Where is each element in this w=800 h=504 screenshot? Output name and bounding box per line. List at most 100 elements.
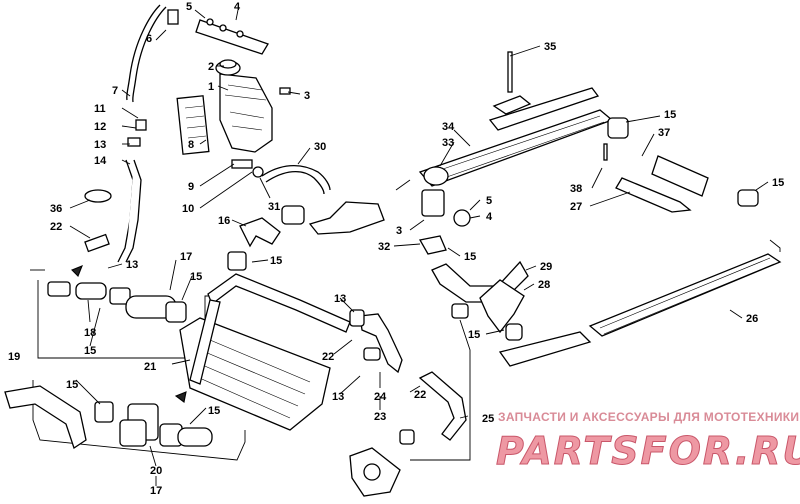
callout-9: 9 [188, 181, 194, 193]
fill-cap [423, 166, 449, 186]
hose-coupler [75, 282, 107, 300]
callout-21: 21 [144, 361, 156, 373]
callout-15-c: 15 [66, 379, 78, 391]
outlet-hose [418, 371, 467, 441]
callout-22-a: 22 [50, 221, 62, 233]
leader-lines [69, 9, 769, 486]
callout-4: 4 [234, 1, 241, 13]
callout-31: 31 [268, 201, 280, 213]
callout-23: 23 [374, 411, 386, 423]
hose-ring [84, 189, 112, 203]
callout-13-b: 13 [126, 259, 138, 271]
clamp-fitting [453, 209, 471, 227]
thermostat-group [227, 165, 385, 271]
thermostat-housing [308, 201, 385, 235]
watermark: ЗАПЧАСТИ И АКСЕССУАРЫ ДЛЯ МОТОТЕХНИКИ PA… [496, 410, 800, 474]
hose-clamp-small [135, 119, 147, 131]
bent-coolant-hose [4, 385, 87, 450]
tee-fitting [421, 189, 445, 217]
callout-5-b: 5 [486, 195, 492, 207]
hose-clamp [84, 233, 110, 253]
callout-3-b: 3 [396, 225, 402, 237]
callout-15-g: 15 [468, 329, 480, 341]
callout-18: 18 [84, 327, 96, 339]
clamp-center-1 [349, 309, 365, 327]
callout-15-a: 15 [190, 271, 202, 283]
callout-15-e: 15 [270, 255, 282, 267]
lower-left-hose-group [4, 385, 213, 450]
callout-15-h: 15 [664, 109, 676, 121]
clamp-s-hose [451, 303, 469, 319]
callout-10: 10 [182, 203, 194, 215]
clamp-elbow [227, 251, 247, 271]
callout-numbers: 1 2 3 4 5 6 7 8 9 10 11 12 13 14 36 22 1… [8, 1, 784, 497]
clamp-rail-2 [737, 189, 759, 207]
y-hose [359, 313, 403, 374]
callout-11: 11 [94, 103, 106, 115]
callout-17-b: 17 [150, 485, 162, 497]
callout-37: 37 [658, 127, 670, 139]
coolant-reservoir-tank [219, 73, 273, 153]
callout-29: 29 [540, 261, 552, 273]
left-hose-group [47, 119, 187, 323]
clamp-thermostat [281, 205, 305, 225]
upper-rail [488, 87, 600, 131]
rivet-pin [507, 51, 513, 93]
callout-1: 1 [208, 81, 214, 93]
clamp-center-2 [363, 347, 381, 361]
reservoir-mount-clip [231, 159, 253, 169]
callout-22-b: 22 [322, 351, 334, 363]
callout-27: 27 [570, 201, 582, 213]
callout-5: 5 [186, 1, 192, 13]
clamp-lower [505, 323, 523, 341]
hose-stub [177, 427, 213, 447]
callout-13-d: 13 [332, 391, 344, 403]
callout-13-c: 13 [334, 293, 346, 305]
rail-shield [615, 177, 692, 213]
watermark-logo: PARTSFOR.RU [496, 429, 800, 473]
clamp-left-1 [47, 281, 71, 297]
clamp-left-2 [109, 287, 131, 305]
watermark-caption: ЗАПЧАСТИ И АКСЕССУАРЫ ДЛЯ МОТОТЕХНИКИ [498, 410, 799, 424]
lower-heat-exchanger [588, 253, 782, 337]
callout-16: 16 [218, 215, 230, 227]
callout-6: 6 [146, 33, 152, 45]
callout-13-a: 13 [94, 139, 106, 151]
center-heat-exchanger [174, 273, 467, 497]
callout-15-i: 15 [772, 177, 784, 189]
hose-adapter [418, 235, 447, 255]
right-rail-assembly [418, 51, 782, 367]
callout-19: 19 [8, 351, 20, 363]
direction-arrow-2 [174, 391, 187, 403]
callout-20: 20 [150, 465, 162, 477]
clamp-rail-1 [607, 117, 629, 139]
tunnel-plate [492, 95, 532, 115]
grommet [252, 166, 264, 178]
callout-7: 7 [112, 85, 118, 97]
direction-arrow [71, 265, 83, 277]
rail-tube [651, 155, 709, 197]
callout-30: 30 [314, 141, 326, 153]
callout-15-f: 15 [464, 251, 476, 263]
callout-26: 26 [746, 313, 758, 325]
clamp-left-3 [165, 301, 187, 323]
callout-38: 38 [570, 183, 582, 195]
clamp-outlet [399, 429, 415, 445]
callout-12: 12 [94, 121, 106, 133]
center-right-fittings [418, 166, 529, 341]
callout-2: 2 [208, 61, 214, 73]
callout-15-b: 15 [84, 345, 96, 357]
clamp-lower-1 [94, 401, 114, 423]
long-coolant-hose [207, 273, 351, 333]
callout-17-a: 17 [180, 251, 192, 263]
callout-35: 35 [544, 41, 556, 53]
pin-small [603, 143, 608, 161]
callout-8: 8 [188, 139, 194, 151]
reservoir-decal [176, 95, 210, 155]
hose-leg [189, 299, 221, 385]
callout-4-b: 4 [486, 211, 493, 223]
callout-36: 36 [50, 203, 62, 215]
callout-14: 14 [94, 155, 107, 167]
